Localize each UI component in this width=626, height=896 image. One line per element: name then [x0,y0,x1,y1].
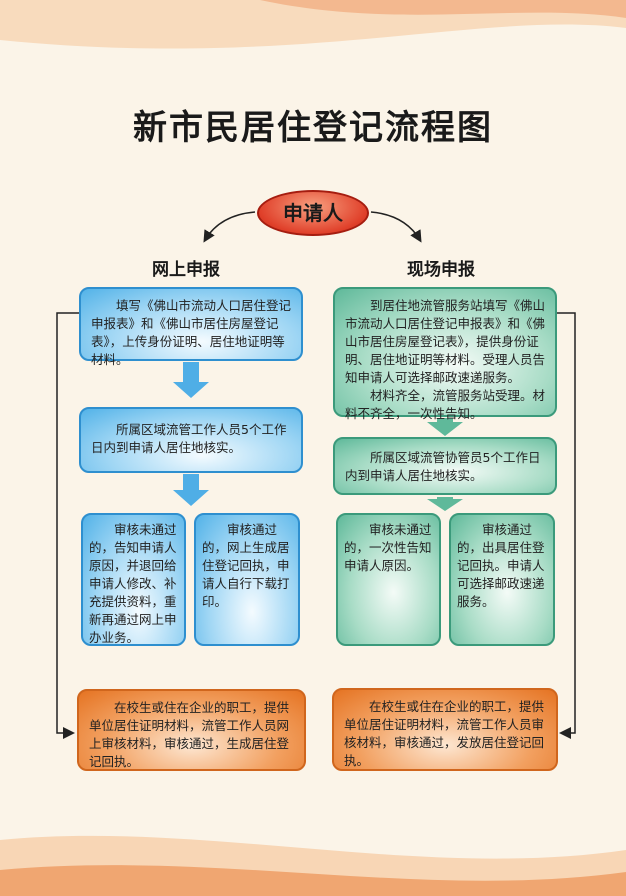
online-enterprise-box: 在校生或住在企业的职工，提供单位居住证明材料，流管工作人员网上审核材料，审核通过… [77,689,306,771]
green-down-arrows [427,418,463,511]
online-step1-box: 填写《佛山市流动人口居住登记申报表》和《佛山市居住房屋登记表》，上传身份证明、居… [79,287,303,367]
left-branch-line [56,312,80,739]
onsite-step2-box: 所属区域流管协管员5个工作日内到申请人居住地核实。 [333,437,557,495]
online-step2-box: 所属区域流管工作人员5个工作日内到申请人居住地核实。 [79,407,303,473]
onsite-step1-note: 材料齐全，流管服务站受理。材料不齐全，一次性告知。 [345,388,546,421]
onsite-step1-box: 到居住地流管服务站填写《佛山市流动人口居住登记申报表》和《佛山市居住房屋登记表》… [333,287,557,421]
right-branch-line [557,312,576,739]
onsite-fail-box: 审核未通过的，一次性告知申请人原因。 [336,513,441,646]
online-pass-box: 审核通过的，网上生成居住登记回执，申请人自行下载打印。 [194,513,300,646]
arrow-to-onsite [370,211,422,243]
arrow-to-online [203,211,256,243]
onsite-pass-box: 审核通过的，出具居住登记回执。申请人可选择邮政速递服务。 [449,513,555,646]
online-heading: 网上申报 [152,260,220,280]
page-title: 新市民居住登记流程图 [133,108,493,148]
applicant-node: 申请人 [257,190,369,236]
onsite-step1-text: 到居住地流管服务站填写《佛山市流动人口居住登记申报表》和《佛山市居住房屋登记表》… [345,298,546,385]
online-fail-box: 审核未通过的，告知申请人原因，并退回给申请人修改、补充提供资料，重新再通过网上申… [81,513,186,646]
onsite-heading: 现场申报 [407,260,475,280]
onsite-enterprise-box: 在校生或住在企业的职工，提供单位居住证明材料，流管工作人员审核材料，审核通过，发… [332,688,558,771]
blue-down-arrows [173,362,209,506]
